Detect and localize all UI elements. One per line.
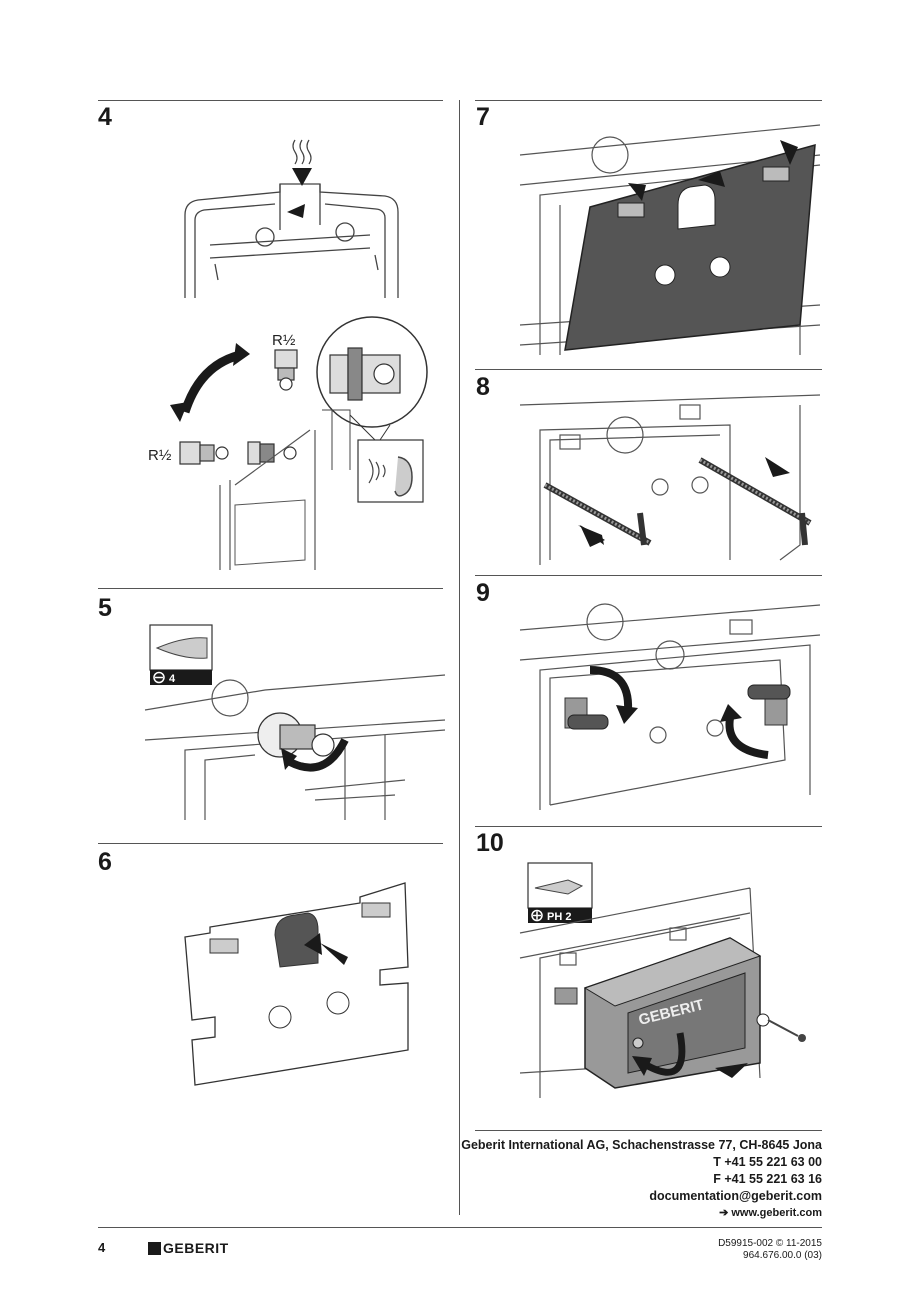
step-10-tool-label: PH 2 (547, 911, 571, 923)
step-7-divider (475, 100, 822, 101)
step-number-4: 4 (98, 103, 112, 131)
page-number: 4 (98, 1240, 106, 1255)
step-5-divider (98, 588, 443, 589)
slotted-screwdriver-icon (150, 670, 212, 685)
step-6-divider (98, 843, 443, 844)
step-10-illustration: PH 2 GEBERIT (519, 862, 806, 1098)
column-divider (459, 100, 460, 1215)
step-number-8: 8 (476, 373, 490, 401)
step-5-illustration: 4 (144, 624, 446, 820)
step-number-6: 6 (98, 848, 112, 876)
step-5-tool-label: 4 (169, 673, 176, 685)
phone-number: T +41 55 221 63 00 (713, 1155, 822, 1169)
logo-text: GEBERIT (163, 1240, 229, 1256)
step-number-10: 10 (476, 829, 504, 857)
document-reference: D59915-002 © 11-2015 964.676.00.0 (03) (718, 1238, 822, 1262)
logo-square-icon (148, 1241, 161, 1255)
step-9-divider (475, 575, 822, 576)
geberit-logo: GEBERIT (148, 1240, 229, 1256)
document-id: D59915-002 © 11-2015 (718, 1238, 822, 1249)
fax-number: F +41 55 221 63 16 (713, 1172, 822, 1186)
step-6-illustration (184, 882, 409, 1086)
step-number-9: 9 (476, 579, 490, 607)
step-8-divider (475, 369, 822, 370)
web-link[interactable]: ➔ www.geberit.com (719, 1207, 822, 1219)
step-8-illustration (519, 394, 821, 565)
step-7-illustration (519, 124, 821, 355)
footer-contact-divider (475, 1130, 822, 1131)
step-10-divider (475, 826, 822, 827)
footer-contact: Geberit International AG, Schachenstrass… (461, 1137, 822, 1222)
article-number: 964.676.00.0 (03) (743, 1250, 822, 1261)
page-footer-divider (98, 1227, 822, 1228)
step-4-divider (98, 100, 443, 101)
fitting-label-top: R½ (272, 332, 296, 349)
step-number-5: 5 (98, 594, 112, 622)
phillips-screwdriver-icon (528, 908, 592, 923)
step-9-illustration (519, 603, 821, 810)
fitting-label-left: R½ (148, 447, 172, 464)
step-number-7: 7 (476, 103, 490, 131)
email-link[interactable]: documentation@geberit.com (649, 1189, 822, 1203)
step-4-illustration: R½ R½ (148, 139, 428, 570)
company-address: Geberit International AG, Schachenstrass… (461, 1138, 822, 1152)
